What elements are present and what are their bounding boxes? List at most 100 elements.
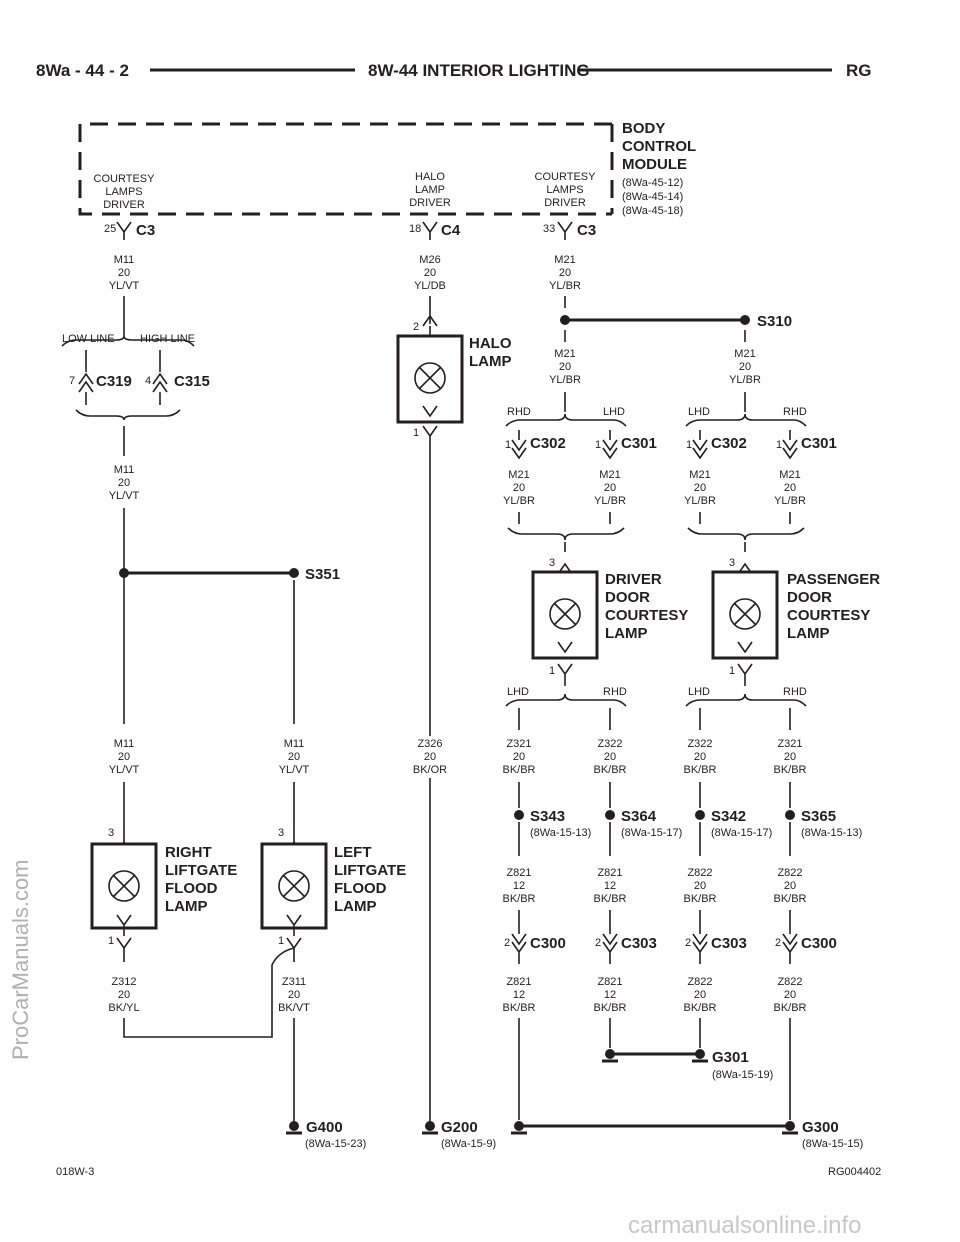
wire-z321-b-gauge: 20 [784, 751, 796, 763]
lhd-label-1: LHD [603, 406, 625, 418]
pin-1-rlg: 1 [108, 935, 114, 947]
right-lg-l1: RIGHT [165, 844, 212, 861]
halo-l1: HALO [469, 335, 512, 352]
wire-z822-c-name: Z822 [687, 976, 712, 988]
wire-m21-2-gauge: 20 [559, 361, 571, 373]
module-ref-2: (8Wa-45-14) [622, 191, 683, 203]
driver2-l2: LAMP [415, 184, 445, 196]
ground-g300-ref: (8Wa-15-15) [802, 1138, 863, 1150]
ground-g301: G301 (8Wa-15-19) [602, 1049, 773, 1081]
wire-m11-4-color: YL/VT [279, 764, 310, 776]
side-watermark: ProCarManuals.com [8, 859, 33, 1060]
door-connectors-top: 1 C302 1 C301 1 C302 1 C301 [505, 430, 837, 460]
wire-m11-3-name: M11 [114, 738, 135, 750]
ground-g400-label: G400 [306, 1119, 343, 1136]
wire-z822-d-color: BK/BR [773, 1002, 806, 1014]
driver-lamp-l4: LAMP [605, 625, 648, 642]
connector-c301-b: C301 [801, 435, 837, 452]
pin-2-c300a: 2 [504, 937, 510, 949]
ground-g300-label: G300 [802, 1119, 839, 1136]
pin-18: 18 [409, 223, 421, 235]
wire-m21-1-name: M21 [554, 254, 575, 266]
wire-z821-b-name: Z821 [597, 867, 622, 879]
page-number: 8Wa - 44 - 2 [36, 61, 129, 80]
connector-c3-left: C3 [136, 222, 155, 239]
driver-door-courtesy-lamp: 3 1 DRIVER DOOR COURTESY LAMP [531, 557, 688, 686]
model-code: RG [846, 61, 872, 80]
ground-g200-label: G200 [441, 1119, 478, 1136]
wire-z822-d-gauge: 20 [784, 989, 796, 1001]
connector-c302-b: C302 [711, 435, 747, 452]
wire-m11-2-color: YL/VT [109, 490, 140, 502]
wire-z312-name: Z312 [111, 976, 136, 988]
wire-z821-a-gauge: 12 [513, 880, 525, 892]
ground-g200-ref: (8Wa-15-9) [441, 1138, 496, 1150]
splice-s364-ref: (8Wa-15-17) [621, 827, 682, 839]
passenger-lamp-l1: PASSENGER [787, 571, 880, 588]
pin-1-c: 1 [686, 439, 692, 451]
lhd-label-2: LHD [688, 406, 710, 418]
wire-m21-4-gauge: 20 [513, 482, 525, 494]
ground-connectors: 2 C300 2 C303 2 C303 2 C300 [504, 910, 837, 964]
wire-z321-a-gauge: 20 [513, 751, 525, 763]
bcm-connectors: 25 C3 18 C4 33 C3 [104, 221, 596, 240]
passenger-lamp-l3: COURTESY [787, 607, 870, 624]
right-lg-l3: FLOOD [165, 880, 218, 897]
wire-z322-a-color: BK/BR [593, 764, 626, 776]
rhd-label-1: RHD [507, 406, 531, 418]
wire-z822-c-color: BK/BR [683, 1002, 716, 1014]
connector-c300-a: C300 [530, 935, 566, 952]
wire-z311-gauge: 20 [288, 989, 300, 1001]
wire-m21-7-gauge: 20 [784, 482, 796, 494]
wire-z326-name: Z326 [417, 738, 442, 750]
wire-z822-b-name: Z822 [777, 867, 802, 879]
wire-m11-4-gauge: 20 [288, 751, 300, 763]
pin-1-llg: 1 [278, 935, 284, 947]
wire-z822-a-name: Z822 [687, 867, 712, 879]
wire-m21-5-color: YL/BR [594, 495, 626, 507]
low-line-label: LOW LINE [62, 333, 115, 345]
pin-1-pdcl: 1 [729, 665, 735, 677]
driver3-l2: LAMPS [546, 184, 583, 196]
wire-m21-5-gauge: 20 [604, 482, 616, 494]
wire-z312-gauge: 20 [118, 989, 130, 1001]
wire-m26-color: YL/DB [414, 280, 446, 292]
pin-1-ddcl: 1 [549, 665, 555, 677]
pin-4: 4 [145, 375, 151, 387]
page-header: 8Wa - 44 - 2 8W-44 INTERIOR LIGHTING RG [36, 61, 872, 80]
pin-1-b: 1 [595, 439, 601, 451]
rhd-label-3: RHD [603, 686, 627, 698]
wire-m11-4-name: M11 [284, 738, 305, 750]
wire-m26-name: M26 [419, 254, 440, 266]
left-lg-l1: LEFT [334, 844, 372, 861]
driver-lamp-l2: DOOR [605, 589, 650, 606]
pin-2-halo: 2 [413, 321, 419, 333]
pin-3-ddcl: 3 [549, 557, 555, 569]
wire-z322-b-name: Z322 [687, 738, 712, 750]
pin-1-d: 1 [776, 439, 782, 451]
wire-z821-c-name: Z821 [506, 976, 531, 988]
splice-s364: S364 [621, 808, 657, 825]
splice-s343-ref: (8Wa-15-13) [530, 827, 591, 839]
pin-3-pdcl: 3 [729, 557, 735, 569]
wire-z821-a-color: BK/BR [502, 893, 535, 905]
lhd-label-3: LHD [507, 686, 529, 698]
ground-splices: S343 (8Wa-15-13) S364 (8Wa-15-17) S342 (… [514, 808, 862, 839]
footer-left: 018W-3 [56, 1166, 94, 1178]
driver1-l2: LAMPS [105, 186, 142, 198]
splice-s343: S343 [530, 808, 565, 825]
connector-c3-right: C3 [577, 222, 596, 239]
wire-z322-a-name: Z322 [597, 738, 622, 750]
body-control-module: BODY CONTROL MODULE (8Wa-45-12) (8Wa-45-… [78, 120, 696, 217]
wire-z322-b-color: BK/BR [683, 764, 716, 776]
wire-z821-c-color: BK/BR [502, 1002, 535, 1014]
pin-3-llg: 3 [278, 827, 284, 839]
wire-z321-b-name: Z321 [777, 738, 802, 750]
wire-m11-2-name: M11 [114, 464, 135, 476]
driver2-l1: HALO [415, 171, 445, 183]
wire-z311-name: Z311 [282, 976, 306, 988]
wire-z321-a-color: BK/BR [502, 764, 535, 776]
wire-m21-3-name: M21 [734, 348, 755, 360]
module-ref-3: (8Wa-45-18) [622, 205, 683, 217]
driver1-l3: DRIVER [103, 199, 145, 211]
